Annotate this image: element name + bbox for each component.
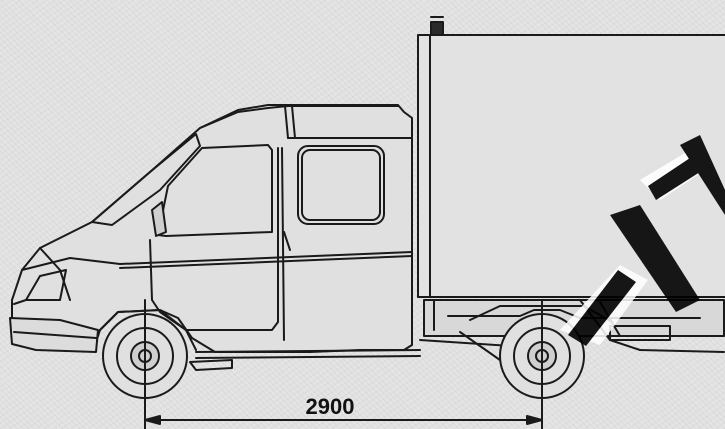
wheelbase-label: 2900 bbox=[306, 394, 355, 419]
beacon-light-icon bbox=[427, 16, 447, 36]
wheelbase-dimension bbox=[144, 299, 543, 429]
watermark bbox=[560, 135, 725, 346]
cab-body bbox=[9, 104, 421, 371]
